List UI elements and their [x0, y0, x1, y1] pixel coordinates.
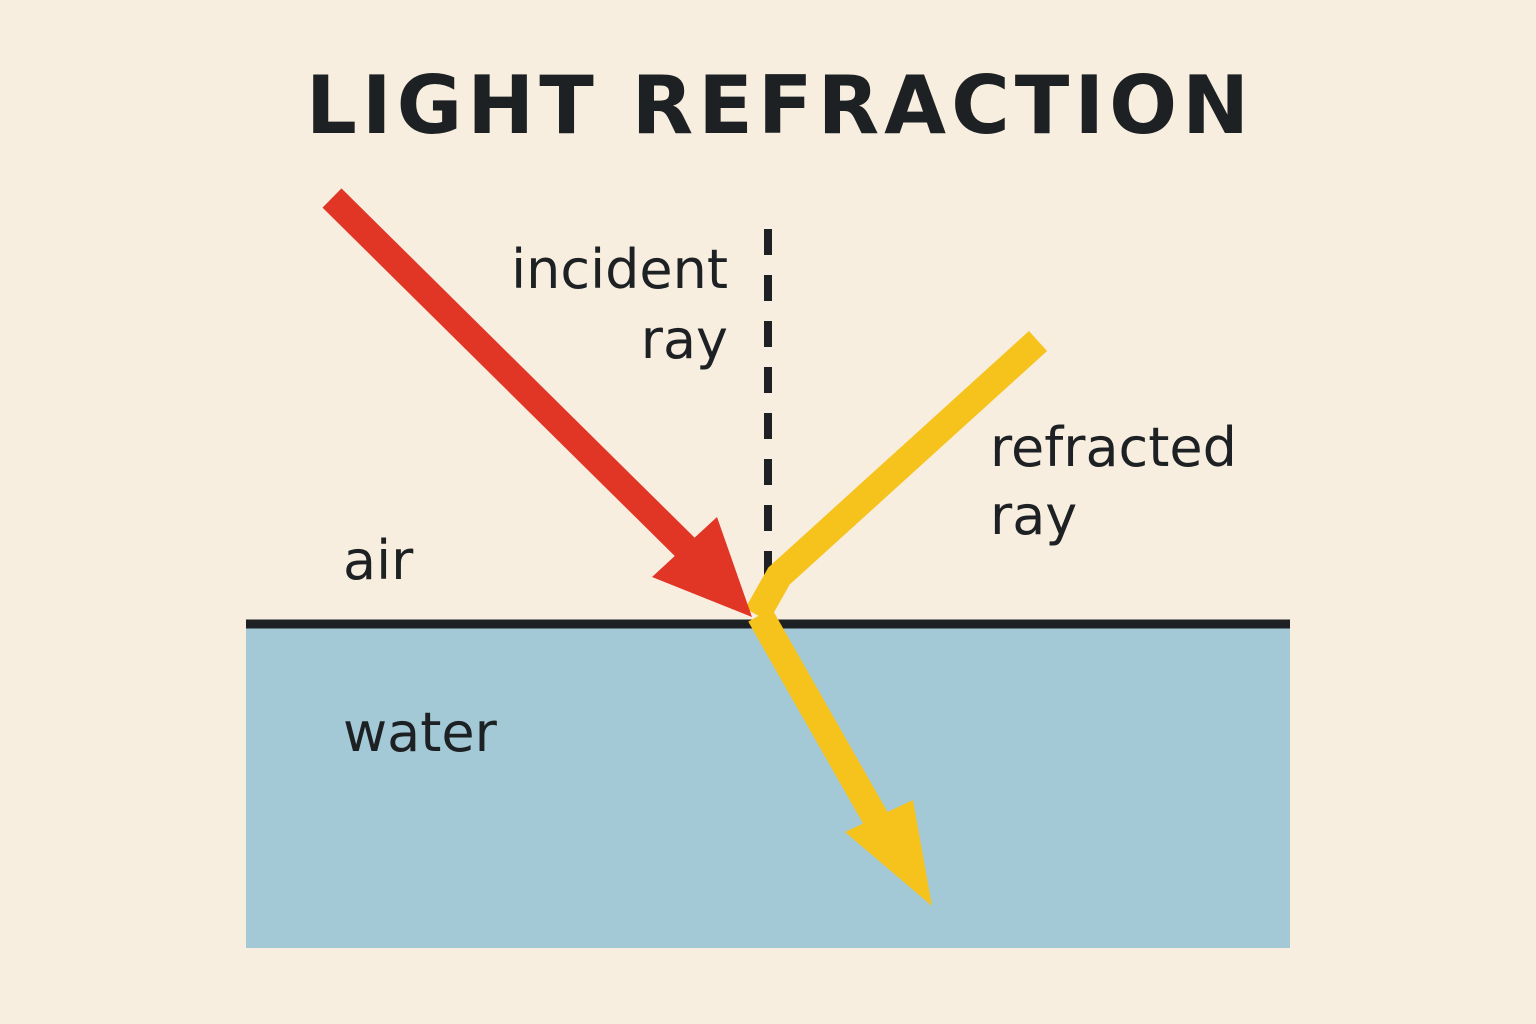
incident-ray-label-line2: ray — [640, 308, 728, 371]
water-label: water — [343, 701, 497, 764]
refracted-ray-arrowhead — [845, 800, 932, 906]
water-region — [246, 624, 1290, 948]
refracted-ray-label-line2: ray — [990, 484, 1078, 547]
refracted-ray-lower-segment — [748, 608, 900, 847]
incident-ray-arrowhead — [652, 517, 752, 617]
incident-ray-label-line1: incident — [511, 238, 728, 301]
air-label: air — [343, 529, 414, 592]
diagram-title: LIGHT REFRACTION — [305, 59, 1255, 152]
refracted-ray-upper-segment — [745, 331, 1048, 622]
refracted-ray-label-line1: refracted — [990, 416, 1237, 479]
incident-ray-shaft — [322, 188, 709, 571]
